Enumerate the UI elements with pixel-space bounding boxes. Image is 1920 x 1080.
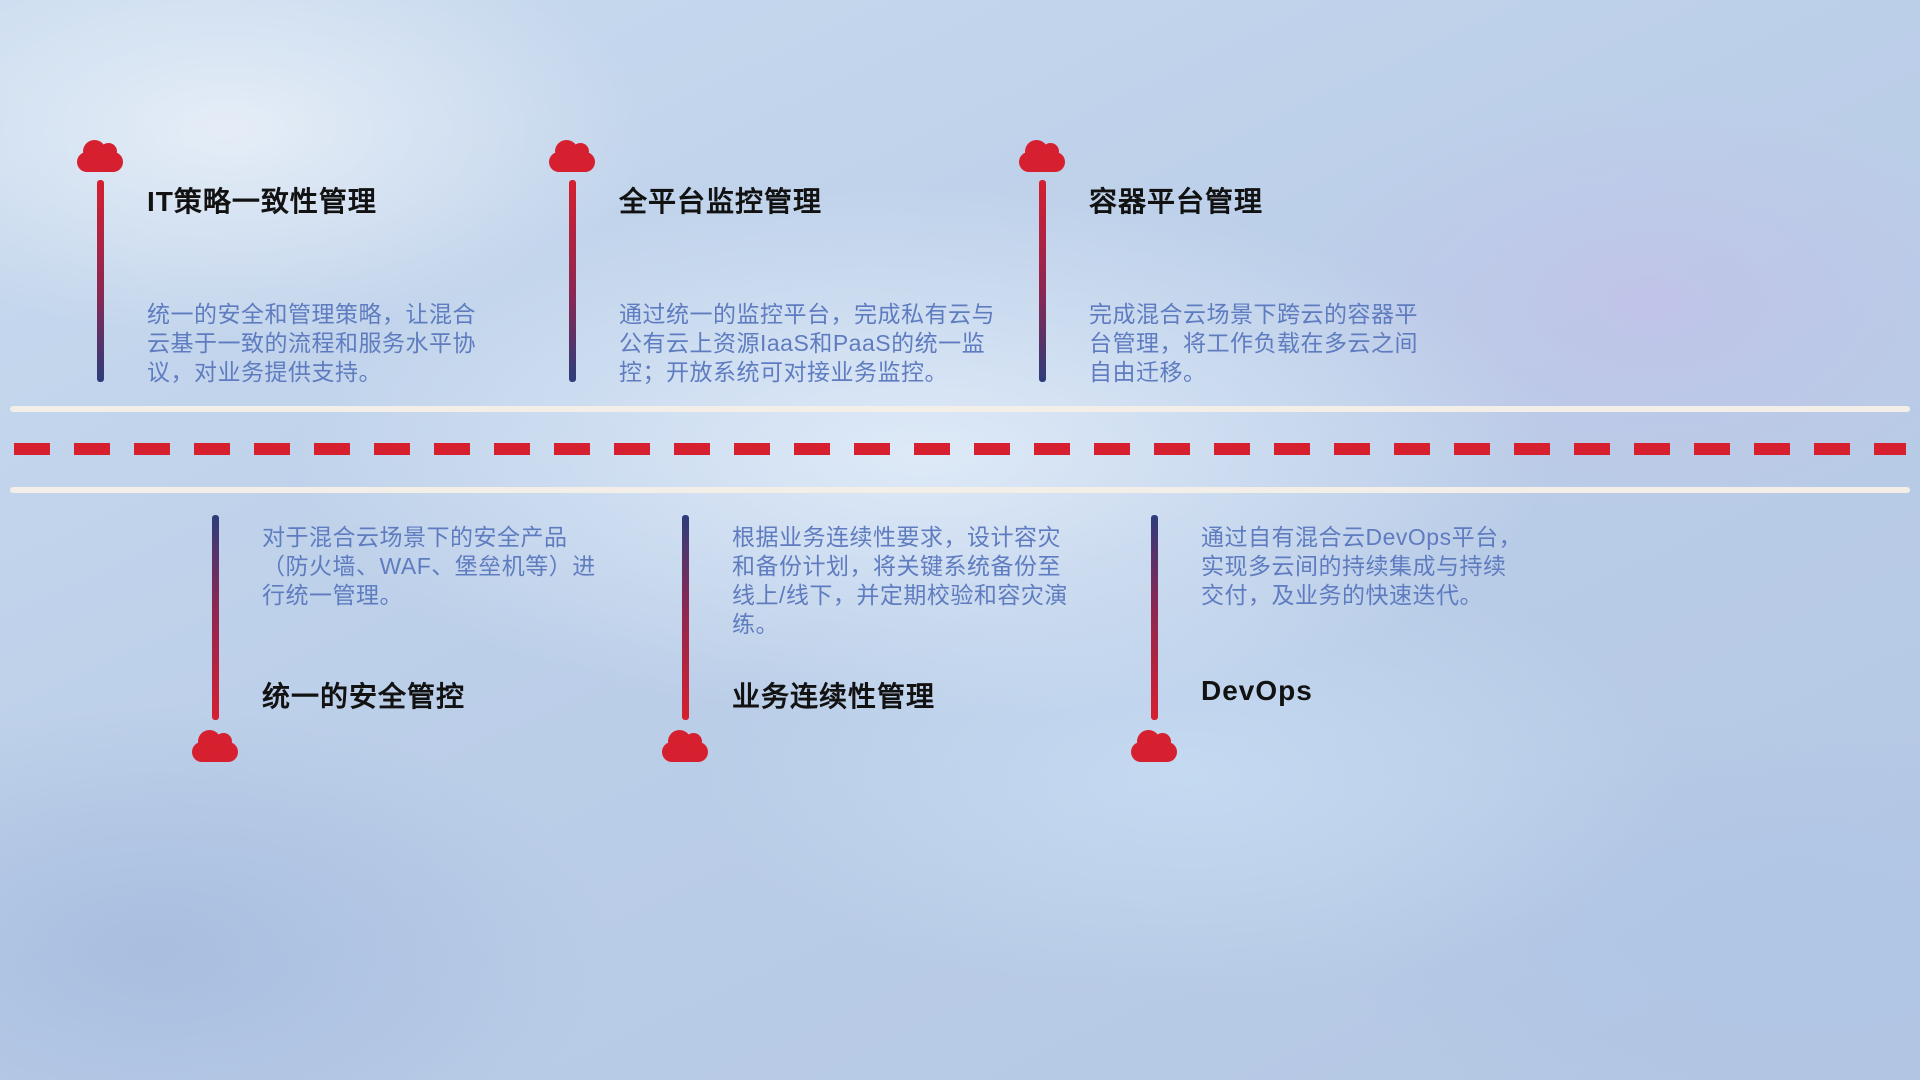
road-bottom-line — [10, 487, 1910, 493]
connector-line — [1038, 180, 1046, 382]
road-dashed-line — [14, 443, 1906, 455]
connector-line — [211, 515, 219, 720]
bottom-item-devops: 通过自有混合云DevOps平台，实现多云间的持续集成与持续交付，及业务的快速迭代… — [1131, 515, 1526, 775]
item-title: 统一的安全管控 — [262, 681, 466, 712]
item-description: 统一的安全和管理策略，让混合云基于一致的流程和服务水平协议，对业务提供支持。 — [147, 301, 476, 385]
connector-rail — [192, 515, 238, 775]
bottom-item-security: 对于混合云场景下的安全产品（防火墙、WAF、堡垒机等）进行统一管理。 统一的安全… — [192, 515, 612, 775]
connector-rail — [1131, 515, 1177, 775]
top-item-container-platform: 容器平台管理 完成混合云场景下跨云的容器平台管理，将工作负载在多云之间自由迁移。 — [1019, 140, 1434, 387]
item-title: 全平台监控管理 — [619, 186, 823, 217]
item-description: 根据业务连续性要求，设计容灾和备份计划，将关键系统备份至线上/线下，并定期校验和… — [732, 524, 1068, 637]
item-description: 通过自有混合云DevOps平台，实现多云间的持续集成与持续交付，及业务的快速迭代… — [1201, 524, 1523, 608]
top-item-it-policy: IT策略一致性管理 统一的安全和管理策略，让混合云基于一致的流程和服务水平协议，… — [77, 140, 497, 387]
cloud-icon — [1131, 730, 1177, 762]
item-title: IT策略一致性管理 — [147, 186, 377, 217]
connector-line — [681, 515, 689, 720]
item-title: DevOps — [1201, 675, 1313, 706]
item-description: 完成混合云场景下跨云的容器平台管理，将工作负载在多云之间自由迁移。 — [1089, 301, 1418, 385]
item-description: 对于混合云场景下的安全产品（防火墙、WAF、堡垒机等）进行统一管理。 — [262, 524, 596, 608]
cloud-icon — [77, 140, 123, 172]
connector-rail — [662, 515, 708, 775]
cloud-icon — [1019, 140, 1065, 172]
connector-line — [96, 180, 104, 382]
road-top-line — [10, 406, 1910, 412]
connector-rail — [77, 140, 123, 387]
cloud-icon — [192, 730, 238, 762]
cloud-icon — [662, 730, 708, 762]
connector-rail — [1019, 140, 1065, 387]
cloud-icon — [549, 140, 595, 172]
item-title: 业务连续性管理 — [732, 681, 936, 712]
item-title: 容器平台管理 — [1089, 186, 1264, 217]
bottom-item-business-continuity: 根据业务连续性要求，设计容灾和备份计划，将关键系统备份至线上/线下，并定期校验和… — [662, 515, 1077, 775]
connector-rail — [549, 140, 595, 387]
connector-line — [1150, 515, 1158, 720]
top-item-monitoring: 全平台监控管理 通过统一的监控平台，完成私有云与公有云上资源IaaS和PaaS的… — [549, 140, 1004, 387]
connector-line — [568, 180, 576, 382]
item-description: 通过统一的监控平台，完成私有云与公有云上资源IaaS和PaaS的统一监控；开放系… — [619, 301, 995, 385]
